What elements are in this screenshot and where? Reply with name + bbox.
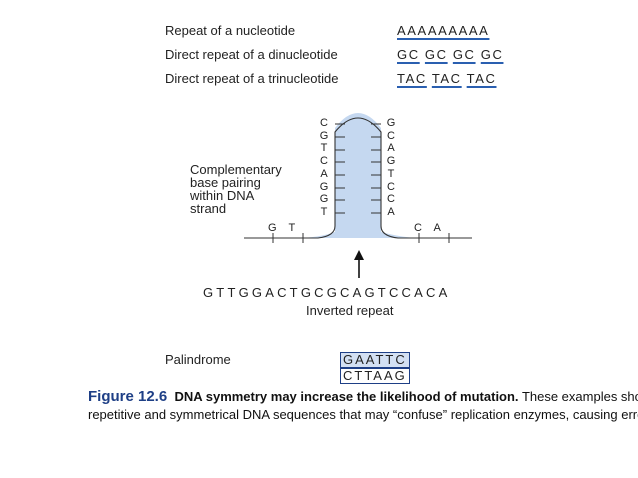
repeat-seq-nucleotide: AAAAAAAAA [397,23,489,38]
inverted-repeat-label: Inverted repeat [306,303,394,318]
hairpin-fill [296,113,420,238]
figure-label: Figure 12.6 [88,388,168,405]
repeat-unit: TAC [466,71,497,86]
inverted-repeat-sequence: GTTGGACTGCGCAGTCCACA [203,285,451,300]
repeat-label-trinucleotide: Direct repeat of a trinucleotide [165,71,339,86]
arrow-up-icon [354,250,364,278]
palindrome-label: Palindrome [165,352,231,367]
right-flank-bases: C A [414,222,443,234]
repeat-unit: GC [480,47,504,62]
hairpin-left-stem: C G T C A G G T [319,117,329,218]
repeat-seq-dinucleotide: GC GC GC GC [397,47,503,62]
repeat-unit: GC [452,47,476,62]
palindrome-bottom-strand: CTTAAG [340,368,410,384]
repeat-unit: TAC [397,71,427,86]
palindrome-top-strand: GAATTC [340,352,410,368]
repeat-label-dinucleotide: Direct repeat of a dinucleotide [165,47,338,62]
repeat-unit: TAC [431,71,462,86]
repeat-seq-trinucleotide: TAC TAC TAC [397,71,497,86]
caption-body: These examples show repetitive and symme… [88,389,638,422]
base-pairing-label: Complementary base pairing within DNA st… [190,162,282,216]
repeat-unit: GC [397,47,420,62]
repeat-unit: AAAAAAAAA [397,23,490,38]
flank-ticks [272,233,450,243]
repeat-unit: GC [424,47,448,62]
hairpin-right-stem: G C A G T C C A [386,117,396,218]
figure-caption: Figure 12.6 DNA symmetry may increase th… [88,388,638,424]
repeat-label-nucleotide: Repeat of a nucleotide [165,23,296,38]
hairpin-left-backbone [244,117,472,239]
left-flank-bases: G T [268,222,298,234]
base-pair-rungs [335,123,381,214]
caption-title: DNA symmetry may increase the likelihood… [174,389,519,404]
